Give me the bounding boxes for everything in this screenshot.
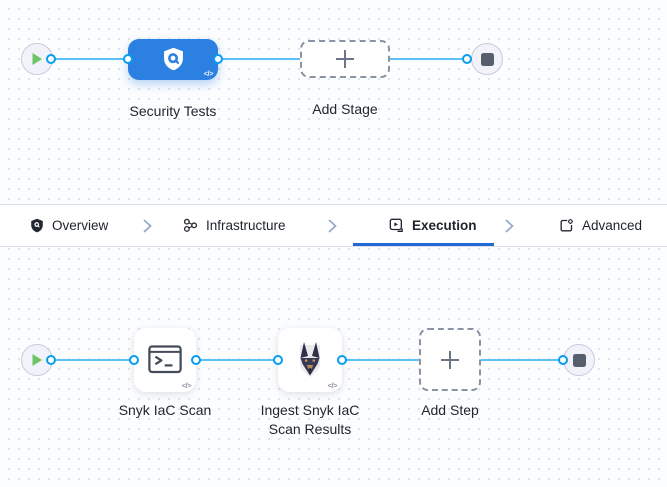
chevron-right-icon	[328, 205, 337, 246]
connector-port	[191, 355, 201, 365]
plus-icon	[336, 50, 354, 68]
connector-line	[342, 359, 419, 361]
step-card-ingest-snyk-results[interactable]: </>	[278, 328, 342, 392]
stage-config-tabbar: Overview Infrastructure Execution	[0, 204, 667, 247]
chevron-right-icon	[505, 205, 514, 246]
stop-icon	[480, 52, 494, 66]
tab-execution[interactable]: Execution	[389, 205, 477, 246]
add-stage-label: Add Stage	[312, 101, 378, 117]
chevron-right-icon	[143, 205, 152, 246]
tab-overview[interactable]: Overview	[30, 205, 108, 246]
tab-label: Overview	[52, 218, 109, 233]
connector-port	[46, 54, 56, 64]
pipeline-end-node	[563, 344, 595, 376]
infrastructure-icon	[183, 218, 198, 232]
stage-label: Security Tests	[129, 103, 217, 119]
connector-port	[558, 355, 568, 365]
tab-advanced[interactable]: Advanced	[559, 205, 642, 246]
shield-scan-icon	[163, 47, 183, 71]
advanced-icon	[560, 219, 573, 232]
plus-icon	[441, 350, 459, 369]
connector-line	[388, 58, 467, 60]
tab-infrastructure[interactable]: Infrastructure	[183, 205, 286, 246]
step-label: Snyk IaC Scan	[118, 402, 212, 418]
code-badge-icon: </>	[203, 69, 214, 78]
connector-port	[129, 355, 139, 365]
stage-card-security-tests[interactable]: </>	[128, 39, 218, 80]
add-stage-button[interactable]	[300, 40, 390, 78]
tab-label: Execution	[412, 218, 477, 233]
connector-port	[213, 54, 223, 64]
step-label: Ingest Snyk IaC Scan Results	[260, 402, 360, 437]
terminal-icon	[148, 345, 182, 374]
connector-line	[196, 359, 278, 361]
active-tab-underline	[353, 243, 494, 246]
snyk-dog-icon	[300, 342, 320, 377]
connector-line	[218, 58, 302, 60]
connector-line	[481, 359, 563, 361]
connector-port	[273, 355, 283, 365]
play-icon	[32, 354, 42, 366]
pipeline-end-node	[471, 43, 503, 75]
connector-line	[51, 58, 128, 60]
connector-port	[123, 54, 133, 64]
play-icon	[32, 53, 42, 65]
tab-label: Advanced	[582, 218, 643, 233]
tab-label: Infrastructure	[206, 218, 286, 233]
execution-icon	[389, 218, 403, 232]
add-step-label: Add Step	[421, 402, 479, 418]
connector-port	[46, 355, 56, 365]
connector-port	[337, 355, 347, 365]
connector-line	[51, 359, 134, 361]
shield-icon	[31, 218, 43, 233]
step-card-snyk-iac-scan[interactable]: </>	[134, 328, 196, 392]
connector-port	[462, 54, 472, 64]
code-badge-icon: </>	[181, 381, 192, 390]
code-badge-icon: </>	[327, 381, 338, 390]
stop-icon	[572, 353, 586, 367]
add-step-button[interactable]	[419, 328, 481, 391]
